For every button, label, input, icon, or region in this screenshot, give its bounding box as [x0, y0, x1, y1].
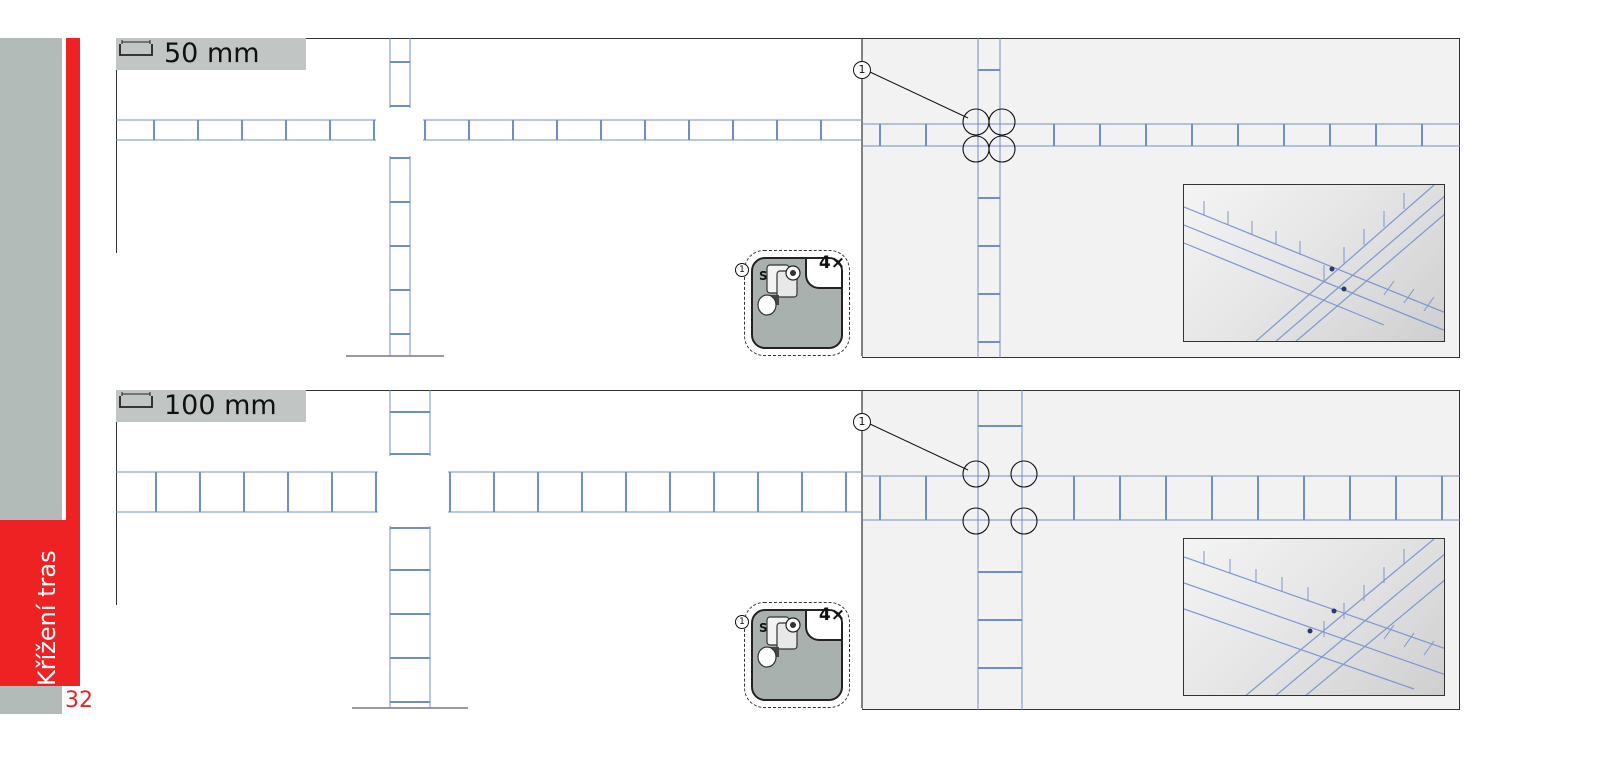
installed-connection-photo	[1183, 184, 1445, 342]
page-number: 32	[65, 688, 93, 713]
part-reference-number: 1	[735, 263, 749, 277]
part-count-notch	[805, 611, 841, 641]
part-card-body: SZM 4	[751, 257, 843, 349]
section-title: Křížení tras	[33, 550, 61, 686]
detail-callout: 1	[853, 413, 871, 431]
tray-width-icon	[116, 390, 164, 422]
tray-width-value: 50 mm	[164, 38, 260, 69]
part-quantity: 4×	[818, 253, 845, 273]
part-card-szm4: SZM 4 4× 1	[735, 602, 850, 708]
connector-part-icon	[757, 264, 801, 316]
part-card-body: SZM 4	[751, 609, 843, 701]
page-number-background	[0, 686, 62, 714]
tray-width-label: 50 mm	[116, 38, 306, 70]
part-reference-number: 1	[735, 615, 749, 629]
tray-width-value: 100 mm	[164, 390, 277, 421]
photo-wire-tray-perspective	[1184, 185, 1444, 341]
panel-100mm: 100 mm SZM 4 4× 1 1	[116, 390, 1460, 710]
sidebar-section-tab	[0, 520, 80, 686]
installed-connection-photo	[1183, 538, 1445, 696]
part-card-szm4: SZM 4 4× 1	[735, 250, 850, 356]
connector-part-icon	[757, 616, 801, 668]
panel-50mm: 50 mm SZM 4 4× 1 1	[116, 38, 1460, 358]
part-quantity: 4×	[818, 605, 845, 625]
tray-width-icon	[116, 38, 164, 70]
photo-wire-tray-perspective	[1184, 539, 1444, 695]
detail-callout: 1	[853, 61, 871, 79]
part-count-notch	[805, 259, 841, 289]
tray-width-label: 100 mm	[116, 390, 306, 422]
